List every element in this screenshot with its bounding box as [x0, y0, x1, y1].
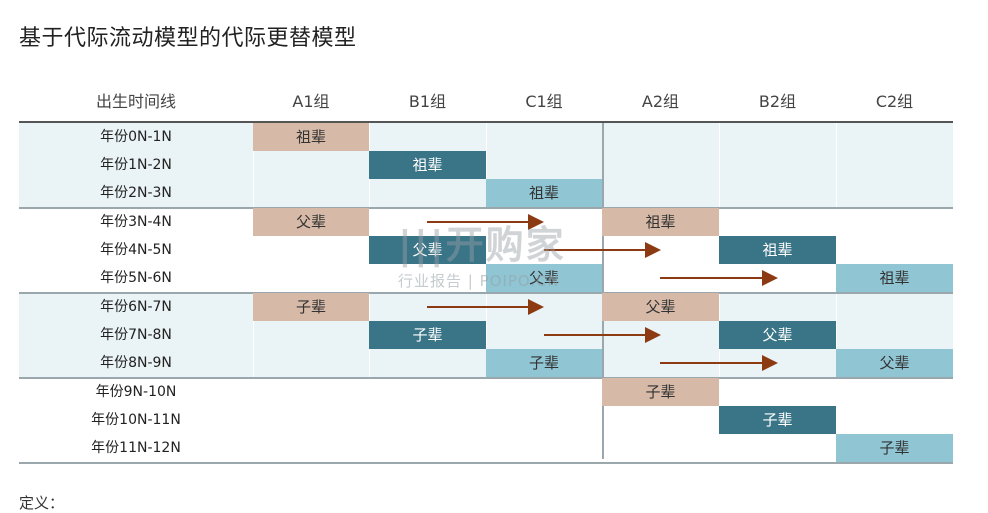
generation-cell: 祖辈: [486, 179, 602, 207]
row-label: 年份7N-8N: [100, 327, 172, 343]
transition-arrows: [427, 214, 778, 371]
generation-cell: 父辈: [486, 264, 602, 292]
group-separator: [19, 377, 953, 379]
header-divider: [19, 121, 953, 123]
generation-divider: [602, 123, 604, 459]
generation-cell: 祖辈: [253, 123, 369, 151]
row-label: 年份8N-9N: [100, 355, 172, 371]
header-group-4: A2组: [641, 92, 680, 111]
row-label: 年份0N-1N: [100, 129, 172, 145]
definition-label: 定义：: [19, 494, 65, 512]
row-label: 年份11N-12N: [91, 440, 181, 456]
row-label: 年份6N-7N: [100, 299, 172, 315]
generation-cell: 父辈: [836, 349, 953, 377]
watermark-logo: |||开购家: [398, 223, 566, 267]
row-label: 年份2N-3N: [100, 185, 172, 201]
header-group-5: B2组: [758, 92, 797, 111]
generation-cell: 子辈: [719, 406, 836, 434]
header-group-1: A1组: [292, 92, 330, 111]
generation-cell: 子辈: [602, 378, 719, 406]
page-title: 基于代际流动模型的代际更替模型: [19, 26, 357, 51]
row-label: 年份4N-5N: [100, 242, 172, 258]
row-label: 年份5N-6N: [100, 270, 172, 286]
header-group-3: C1组: [525, 92, 563, 111]
generation-cell: 子辈: [253, 293, 369, 321]
generation-cell: 祖辈: [719, 236, 836, 264]
header-group-6: C2组: [875, 92, 914, 111]
generation-cell: 子辈: [836, 434, 953, 462]
header-timeline: 出生时间线: [95, 92, 176, 111]
generation-cell: 父辈: [602, 293, 719, 321]
group-separator: [19, 462, 953, 464]
group-separator: [19, 292, 953, 294]
generation-cell: 祖辈: [836, 264, 953, 292]
generation-cell: 子辈: [486, 349, 602, 377]
row-label: 年份1N-2N: [100, 157, 172, 173]
generation-cell: 父辈: [719, 321, 836, 349]
generation-cell: 祖辈: [602, 208, 719, 236]
generation-cell: 父辈: [253, 208, 369, 236]
watermark-text: 行业报告 | POIPO.CN: [398, 272, 560, 290]
group-separator: [19, 207, 953, 209]
generation-cell: 祖辈: [369, 151, 486, 179]
header-group-2: B1组: [408, 92, 447, 111]
row-label: 年份9N-10N: [95, 384, 177, 400]
row-label: 年份3N-4N: [100, 214, 172, 230]
row-label: 年份10N-11N: [91, 412, 181, 428]
generation-cell: 子辈: [369, 321, 486, 349]
generation-cell: 父辈: [369, 236, 486, 264]
